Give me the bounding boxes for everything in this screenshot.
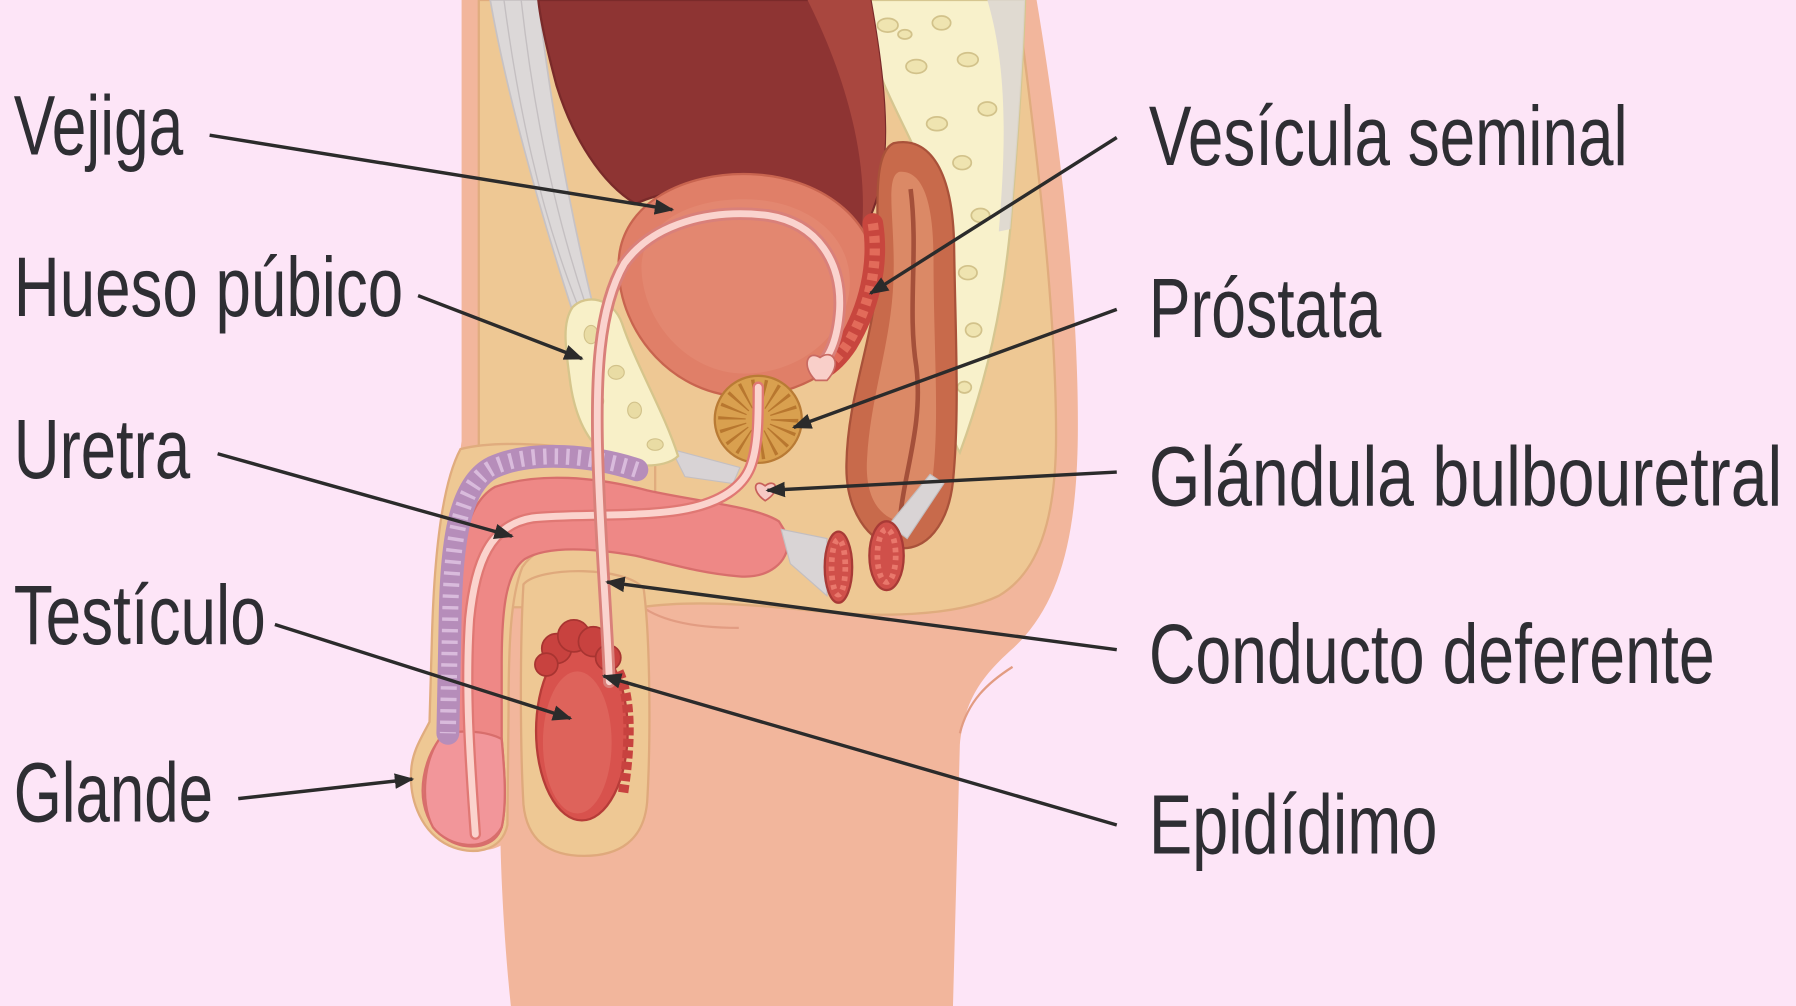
label-prostate: Próstata [1149,260,1382,355]
label-testicle: Testículo [14,567,266,662]
label-glans: Glande [14,745,213,840]
label-bulbourethral-gland: Glándula bulbouretral [1149,428,1782,523]
label-urethra: Uretra [14,401,191,496]
ejaculatory-duct [807,355,835,381]
label-seminal-vesicle: Vesícula seminal [1149,88,1628,183]
label-pubic-bone: Hueso púbico [14,239,403,334]
label-epididymis: Epidídimo [1149,777,1438,872]
testicle-inner [543,671,612,813]
label-bladder: Vejiga [14,78,184,173]
label-vas-deferens: Conducto deferente [1149,606,1715,701]
